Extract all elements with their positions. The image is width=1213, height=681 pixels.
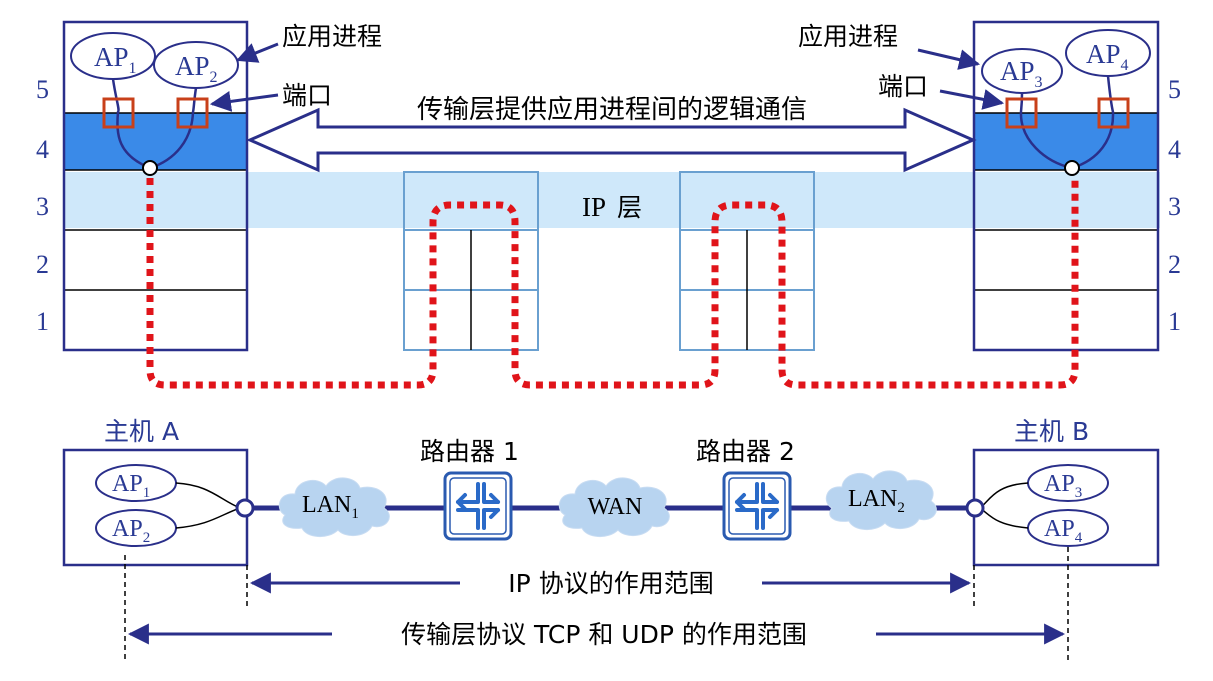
callout-app-process-right: 应用进程 xyxy=(798,22,898,51)
host-b-ap3: AP3 xyxy=(1027,464,1109,502)
right-socket-dot xyxy=(1064,160,1080,176)
svg-text:AP4: AP4 xyxy=(1086,39,1129,74)
data-path-dotted xyxy=(146,178,1079,389)
svg-text:AP4: AP4 xyxy=(1044,516,1083,546)
svg-text:AP2: AP2 xyxy=(112,516,150,546)
ip-scope-label: IP 协议的作用范围 xyxy=(508,569,713,598)
left-layer-number: 3 xyxy=(36,192,49,221)
right-ap3: AP3 xyxy=(981,48,1063,94)
lan2-cloud: LAN2 xyxy=(825,470,937,530)
callout-port-right: 端口 xyxy=(878,72,928,101)
svg-text:AP2: AP2 xyxy=(175,51,218,86)
right-layer-number: 2 xyxy=(1168,250,1181,279)
router2-stack xyxy=(679,171,815,351)
right-layer-number: 3 xyxy=(1168,192,1181,221)
left-layer4 xyxy=(64,113,247,170)
svg-text:LAN2: LAN2 xyxy=(848,486,905,516)
router2-label: 路由器 2 xyxy=(696,437,795,466)
ip-layer-label-latin: IP xyxy=(582,192,606,222)
left-layer-number: 5 xyxy=(36,75,49,104)
router1-label: 路由器 1 xyxy=(420,437,519,466)
host-a-label: 主机 A xyxy=(104,417,179,446)
left-port-2 xyxy=(176,97,209,129)
left-host-stack xyxy=(62,20,249,352)
transport-logical-arrow xyxy=(246,107,977,173)
left-layer-number: 1 xyxy=(36,307,49,336)
host-a-ap2: AP2 xyxy=(95,509,177,547)
left-layer-numbers: 5 4 3 2 1 xyxy=(36,75,49,336)
left-layer-number: 4 xyxy=(36,135,49,164)
right-layer-number: 5 xyxy=(1168,75,1181,104)
host-b-ap4: AP4 xyxy=(1027,509,1109,547)
svg-text:LAN1: LAN1 xyxy=(302,492,359,522)
callout-port-left: 端口 xyxy=(282,81,332,110)
router1-icon xyxy=(443,471,513,541)
right-layer-number: 4 xyxy=(1168,135,1181,164)
svg-text:AP3: AP3 xyxy=(1044,471,1082,501)
lan1-cloud: LAN1 xyxy=(278,477,390,537)
host-b-socket xyxy=(965,498,985,518)
left-layer-number: 2 xyxy=(36,250,49,279)
left-port-1 xyxy=(102,97,135,129)
host-b-label: 主机 B xyxy=(1014,417,1089,446)
callout-app-process-left: 应用进程 xyxy=(282,22,382,51)
left-ap1: AP1 xyxy=(70,32,156,80)
wan-label: WAN xyxy=(588,494,643,520)
host-a-socket xyxy=(235,498,255,518)
svg-text:AP1: AP1 xyxy=(112,471,150,501)
transport-arrow-label: 传输层提供应用进程间的逻辑通信 xyxy=(417,95,807,125)
right-layer-numbers: 5 4 3 2 1 xyxy=(1168,75,1181,336)
right-port-1 xyxy=(1005,97,1038,129)
ip-layer-label-cjk: 层 xyxy=(617,193,642,222)
host-a-ap1: AP1 xyxy=(95,464,177,502)
router2-icon xyxy=(722,471,792,541)
wan-cloud: WAN xyxy=(558,477,670,537)
svg-text:AP3: AP3 xyxy=(1000,56,1043,91)
right-layer-number: 1 xyxy=(1168,307,1181,336)
left-socket-dot xyxy=(142,160,158,176)
right-ap4: AP4 xyxy=(1065,29,1151,77)
transport-scope-label: 传输层协议 TCP 和 UDP 的作用范围 xyxy=(401,620,807,649)
right-layer4 xyxy=(974,113,1158,170)
svg-text:AP1: AP1 xyxy=(94,42,137,77)
left-ap2: AP2 xyxy=(153,41,239,89)
right-port-2 xyxy=(1097,97,1130,129)
